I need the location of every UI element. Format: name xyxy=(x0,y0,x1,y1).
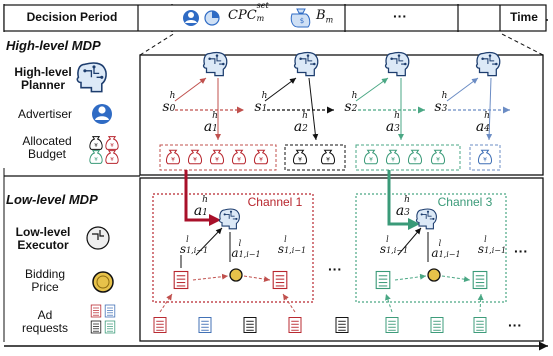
decision-period-label: Decision Period xyxy=(26,10,118,24)
budget-group-black xyxy=(284,144,346,171)
executor-label: Low-level Executor xyxy=(15,225,71,253)
bidding-price-side-icon xyxy=(92,271,114,293)
section-frames xyxy=(3,32,548,351)
low-level-title: Low-level MDP xyxy=(6,192,98,207)
ad-requests-label: Ad requests xyxy=(21,308,69,336)
header-ellipsis: ··· xyxy=(393,8,407,24)
advertiser-side-icon xyxy=(92,104,112,124)
low-ellipsis-bottom: ··· xyxy=(508,317,522,333)
low-ellipsis-right: ··· xyxy=(514,243,528,259)
channel-3-label: Channel 3 xyxy=(437,195,493,209)
advertiser-label: Advertiser xyxy=(17,107,73,121)
channel-3-box xyxy=(355,170,507,303)
time-label: Time xyxy=(510,10,538,24)
executor-side-icon xyxy=(86,226,110,250)
advertiser-icon xyxy=(183,10,199,26)
planner-robot-icon-4 xyxy=(475,51,501,77)
low-ellipsis-mid: ··· xyxy=(328,261,342,277)
ad-request-stream xyxy=(153,293,487,333)
state-transition-arrows xyxy=(174,77,510,141)
bidding-price-label: Bidding Price xyxy=(24,267,66,295)
pie-chart-icon xyxy=(204,10,220,26)
budget-group-teal xyxy=(355,144,461,171)
planner-robot-icon-3 xyxy=(384,51,410,77)
high-level-title: High-level MDP xyxy=(6,38,101,53)
budget-group-blue xyxy=(469,144,501,171)
planner-robot-icon-2 xyxy=(293,51,319,77)
budget-bag-icon: $ xyxy=(290,8,311,28)
allocated-budget-label: Allocated Budget xyxy=(22,134,72,162)
budget-group-red xyxy=(159,144,277,171)
channel-1-label: Channel 1 xyxy=(247,195,303,209)
svg-text:$: $ xyxy=(300,17,304,25)
header-row: $ xyxy=(3,4,548,351)
ad-requests-side-icons xyxy=(90,304,116,334)
allocated-budget-icons xyxy=(89,136,119,164)
channel-1-box xyxy=(152,170,314,303)
planner-robot-icon xyxy=(76,62,107,93)
budget-bm-label: Bm xyxy=(316,8,334,25)
planner-label: High-level Planner xyxy=(14,65,72,93)
planner-robot-icon-1 xyxy=(202,51,228,77)
